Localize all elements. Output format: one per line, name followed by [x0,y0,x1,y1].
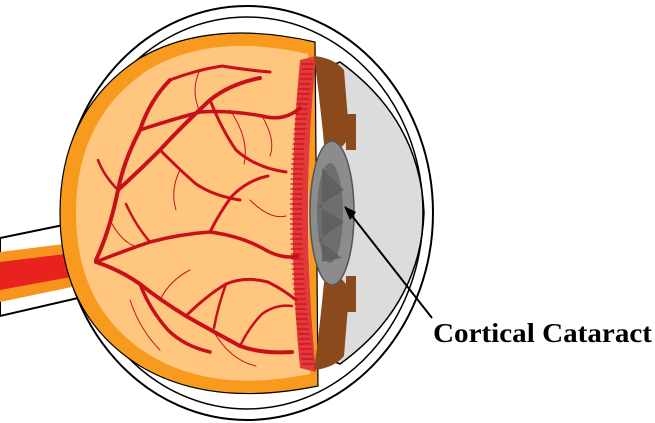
diagram-label: Cortical Cataract [433,318,652,348]
iris-tab-lower [346,276,356,312]
iris-tab-upper [346,114,356,150]
